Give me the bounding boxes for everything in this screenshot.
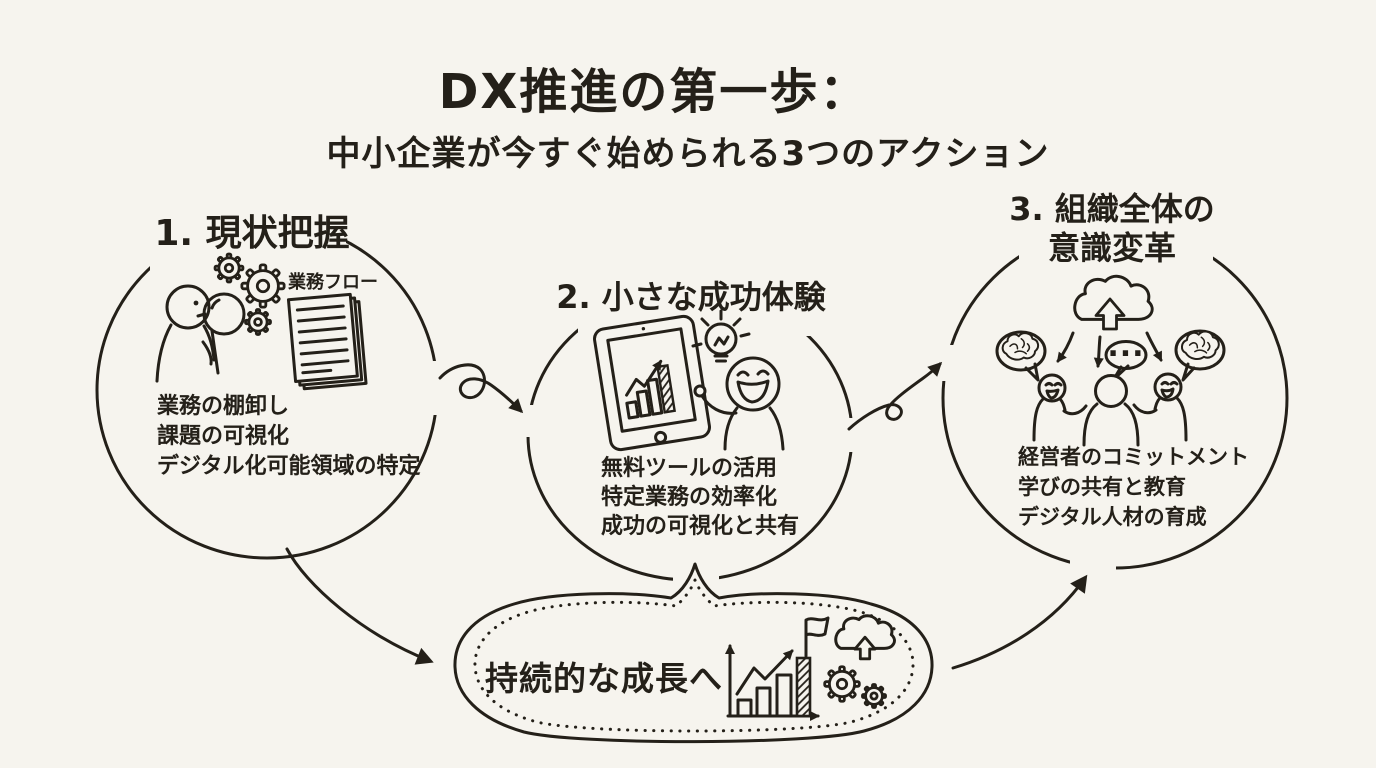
list-item: 課題の可視化 — [157, 424, 290, 449]
goal-bubble — [453, 562, 934, 744]
step3-items: 経営者のコミットメント 学びの共有と教育 デジタル人材の育成 — [1018, 442, 1249, 532]
list-item: 学びの共有と教育 — [1018, 475, 1186, 499]
trend-arrow — [625, 359, 663, 397]
list-item: 成功の可視化と共有 — [601, 514, 800, 539]
step1-heading: 1. 現状把握 — [154, 213, 350, 254]
bar-1 — [736, 698, 753, 718]
center-person-body — [1082, 402, 1140, 447]
person-magnifier-icon — [155, 284, 246, 383]
list-item: デジタル化可能領域の特定 — [157, 454, 421, 479]
trend-arrow — [735, 649, 794, 696]
flag — [804, 616, 830, 637]
center-person-head — [1094, 374, 1128, 408]
step3-heading: 3. 組織全体の 意識変革 — [1009, 190, 1215, 268]
step2-items: 無料ツールの活用 特定業務の効率化 成功の可視化と共有 — [601, 454, 799, 541]
goal-bubble-outline — [453, 562, 934, 744]
documents-label: 業務フロー — [288, 272, 378, 293]
person-head — [165, 284, 211, 330]
bar-2 — [635, 389, 652, 418]
list-item: 経営者のコミットメント — [1018, 445, 1249, 469]
bar-3 — [775, 673, 793, 718]
ellipsis-speech-bubble-icon: ... — [1104, 329, 1148, 381]
person-arm — [201, 340, 213, 366]
step3-heading-line2: 意識変革 — [1047, 229, 1177, 267]
list-item: デジタル人材の育成 — [1018, 505, 1207, 529]
list-item: 無料ツールの活用 — [601, 456, 778, 481]
right-person-body — [1153, 396, 1188, 442]
arrow-step1-to-goal — [285, 547, 434, 665]
person-hand — [693, 384, 707, 398]
person-smile — [736, 379, 770, 404]
step3-heading-line1: 3. 組織全体の — [1009, 190, 1215, 228]
bulb-rays — [691, 309, 751, 348]
left-bubble-tail — [1024, 362, 1040, 382]
left-person-eyes — [1044, 382, 1063, 387]
goal-label: 持続的な成長へ — [485, 659, 723, 698]
tablet-growth-chart-icon — [593, 314, 711, 452]
tablet-screen — [606, 327, 697, 433]
list-item: 特定業務の効率化 — [601, 485, 778, 510]
cloud-upload-icon — [1073, 274, 1154, 331]
person-body — [155, 323, 216, 383]
filament — [713, 335, 730, 347]
left-person-smile — [1045, 388, 1060, 400]
brain-speech-bubbles-icon — [995, 329, 1226, 382]
right-bubble-tail — [1181, 362, 1196, 382]
arrow-step1-to-step2 — [438, 363, 524, 414]
arrow-goal-to-step3 — [951, 574, 1088, 670]
ellipsis-dots: ... — [1107, 329, 1144, 364]
left-person-head — [1037, 373, 1067, 403]
magnifier-handle — [210, 329, 220, 375]
page-title: DX推進の第一歩： — [438, 64, 870, 120]
person-eyes — [736, 369, 770, 377]
arrow-step2-to-step3 — [847, 361, 943, 431]
circle-outline-gaps — [150, 212, 1213, 592]
step1-items: 業務の棚卸し 課題の可視化 デジタル化可能領域の特定 — [157, 392, 421, 482]
growth-chart-flag-icon — [725, 616, 830, 721]
cloud-share-arrows — [1056, 331, 1163, 368]
right-person-arm — [1132, 403, 1158, 415]
bulb-base — [713, 354, 729, 363]
person-eye — [193, 300, 199, 306]
right-person-smile — [1160, 387, 1175, 399]
page-subtitle: 中小企業が今すぐ始められる3つのアクション — [326, 134, 1050, 174]
happy-person-icon — [693, 356, 785, 451]
lightbulb-icon — [691, 309, 751, 363]
tablet-camera-dot — [641, 326, 646, 331]
bar-4-hatched — [656, 363, 677, 414]
bar-3 — [646, 377, 664, 416]
list-item: 業務の棚卸し — [157, 394, 290, 419]
team-discussion-icon — [1032, 372, 1188, 447]
lens-shine — [210, 298, 221, 310]
bar-2 — [755, 686, 772, 718]
bar-4-hatched — [795, 656, 812, 718]
step2-heading: 2. 小さな成功体験 — [556, 278, 826, 316]
tablet-home-button — [654, 430, 668, 444]
bar-1 — [625, 400, 640, 420]
right-person-eyes — [1160, 381, 1179, 386]
left-person-body — [1032, 397, 1067, 442]
documents-icon — [286, 292, 368, 391]
person-body — [723, 406, 785, 451]
magnifier-lens — [202, 292, 246, 336]
left-person-arm — [1062, 404, 1088, 416]
